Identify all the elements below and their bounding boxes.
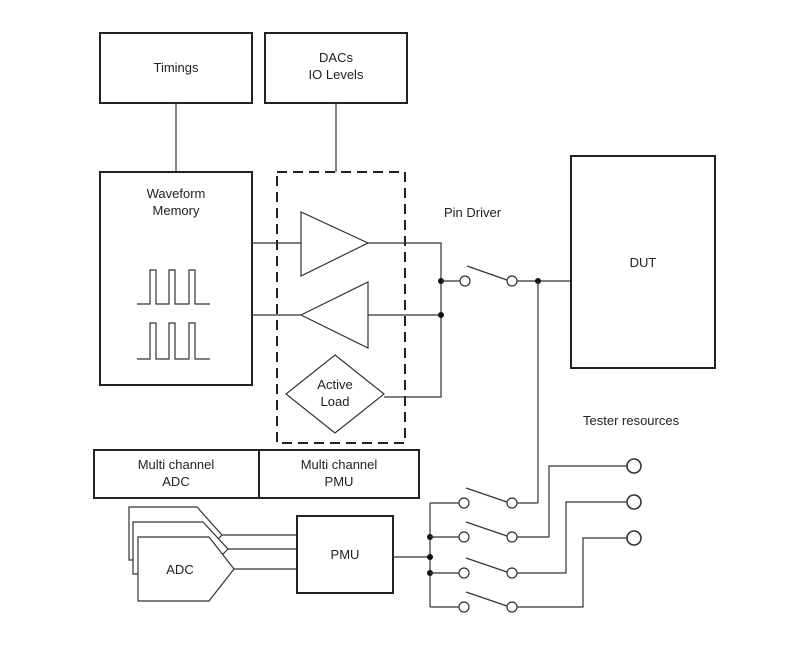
- timings-label: Timings: [153, 60, 199, 75]
- resource-wire: [517, 501, 628, 574]
- resource-wire: [517, 537, 628, 608]
- dacs-label: DACs: [319, 50, 353, 65]
- io-levels-label: IO Levels: [309, 67, 364, 82]
- switch-terminal: [506, 531, 518, 543]
- switch-terminal: [458, 567, 470, 579]
- switch-terminal: [506, 497, 518, 509]
- dut-label: DUT: [630, 255, 657, 270]
- junction-node: [438, 312, 444, 318]
- multi-channel-adc-block: Multi channel ADC: [93, 449, 260, 499]
- switch-lever: [465, 591, 508, 607]
- pin-driver-label: Pin Driver: [444, 205, 502, 220]
- pmu-sub-label: PMU: [325, 474, 354, 489]
- pin-bus-wire: [368, 242, 442, 398]
- switch-lever: [465, 521, 508, 537]
- tester-resource-terminal: [626, 530, 642, 546]
- multi-channel-adc-label: Multi channel: [138, 457, 215, 472]
- switch-terminal: [458, 601, 470, 613]
- dut-block: DUT: [570, 155, 716, 369]
- switch-lever: [465, 557, 508, 573]
- switch-terminal: [506, 275, 518, 287]
- dacs-block: DACs IO Levels: [264, 32, 408, 104]
- multi-channel-pmu-block: Multi channel PMU: [258, 449, 420, 499]
- pulse-train-icon: [137, 269, 210, 305]
- tester-resources-label: Tester resources: [583, 413, 680, 428]
- switch-terminal: [506, 567, 518, 579]
- junction-node: [427, 554, 433, 560]
- load-label: Load: [321, 394, 350, 409]
- active-label: Active: [317, 377, 352, 392]
- timings-block: Timings: [99, 32, 253, 104]
- multi-channel-pmu-label: Multi channel: [301, 457, 378, 472]
- comparator-amplifier: [299, 281, 369, 349]
- switch-terminal: [506, 601, 518, 613]
- adc-sub-label: ADC: [162, 474, 189, 489]
- waveform-memory-block: Waveform Memory: [99, 171, 253, 386]
- waveform-label: Waveform: [147, 186, 206, 201]
- pin-driver-region: [276, 171, 406, 444]
- switch-lever: [466, 265, 508, 281]
- memory-label: Memory: [153, 203, 200, 218]
- resource-wire: [517, 465, 628, 538]
- pmu-label: PMU: [331, 547, 360, 562]
- pulse-train-icon: [137, 322, 210, 360]
- adc-label: ADC: [166, 562, 193, 577]
- switch-terminal: [458, 531, 470, 543]
- driver-amplifier: [300, 211, 370, 277]
- switch-terminal: [458, 497, 470, 509]
- switch-terminal: [459, 275, 471, 287]
- pmu-block: PMU: [296, 515, 394, 594]
- tester-resource-terminal: [626, 494, 642, 510]
- active-load-diamond: [285, 354, 385, 434]
- switch-lever: [465, 487, 508, 503]
- adc-shape: [137, 536, 235, 602]
- tester-resource-terminal: [626, 458, 642, 474]
